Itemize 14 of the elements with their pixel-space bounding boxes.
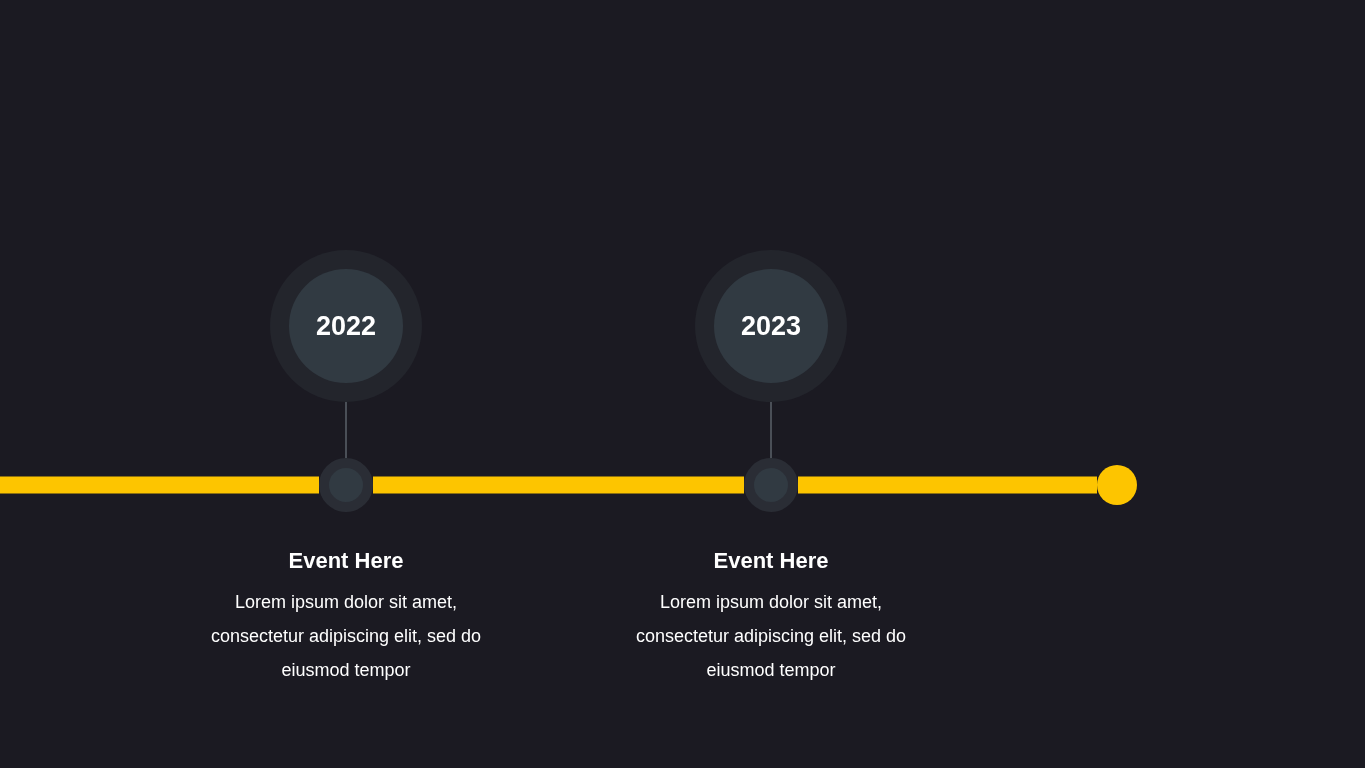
timeline-bar [798,476,1097,494]
event-description: Lorem ipsum dolor sit amet, consectetur adipiscing elit, sed do eiusmod tempor [209,591,483,682]
timeline-bar [0,476,319,494]
event-description: Lorem ipsum dolor sit amet, consectetur adipiscing elit, sed do eiusmod tempor [634,591,908,682]
timeline-dot [319,458,373,512]
year-text: 2022 [289,269,403,383]
end-dot [1097,465,1137,505]
connector-line [770,401,772,459]
timeline-dot [744,458,798,512]
timeline-bar [373,476,744,494]
event-heading: Event Here [287,548,405,574]
year-text: 2023 [714,269,828,383]
event-heading: Event Here [712,548,830,574]
connector-line [345,401,347,459]
